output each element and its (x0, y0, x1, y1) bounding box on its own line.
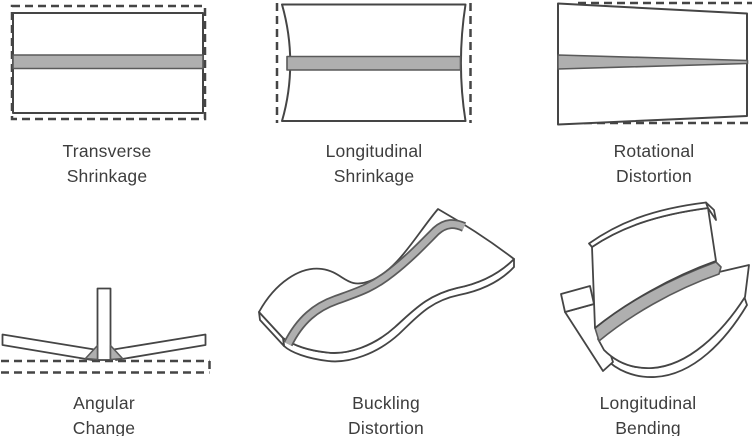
caption-line: Bending (615, 418, 681, 436)
caption-transverse-shrinkage: Transverse Shrinkage (0, 139, 217, 189)
fillet-weld-right (109, 344, 124, 361)
original-plate-dashed-outline (275, 3, 472, 123)
panel-longitudinal-bending (560, 201, 750, 378)
caption-line: Longitudinal (599, 393, 697, 413)
caption-line: Angular (73, 393, 135, 413)
panel-transverse-shrinkage (10, 4, 207, 121)
caption-line: Change (72, 418, 136, 436)
caption-line: Shrinkage (333, 166, 415, 186)
panel-buckling-distortion (258, 208, 515, 363)
fillet-weld-left (84, 344, 99, 361)
panel-rotational-distortion (557, 1, 752, 126)
web-right-end-cap (705, 201, 717, 221)
caption-line: Longitudinal (325, 141, 423, 161)
caption-longitudinal-shrinkage: Longitudinal Shrinkage (264, 139, 484, 189)
caption-line: Shrinkage (66, 166, 148, 186)
caption-buckling-distortion: Buckling Distortion (276, 391, 496, 436)
weld-bead (286, 55, 462, 71)
tilted-plate-right (112, 333, 207, 361)
original-plate-dashed-outline (1, 359, 211, 374)
caption-rotational-distortion: Rotational Distortion (544, 139, 752, 189)
tilted-plate-left (1, 333, 96, 361)
caption-longitudinal-bending: Longitudinal Bending (538, 391, 752, 436)
caption-line: Transverse (62, 141, 152, 161)
weld-bead (12, 54, 204, 70)
caption-line: Distortion (348, 418, 424, 436)
panel-longitudinal-shrinkage (275, 3, 472, 123)
weld-bead-wedge (557, 54, 749, 70)
weld-seam (285, 220, 466, 346)
caption-line: Rotational (613, 141, 695, 161)
caption-line: Distortion (616, 166, 692, 186)
vertical-stiffener (96, 287, 112, 361)
panel-angular-change (1, 287, 211, 374)
caption-line: Buckling (352, 393, 420, 413)
caption-angular-change: Angular Change (0, 391, 214, 436)
